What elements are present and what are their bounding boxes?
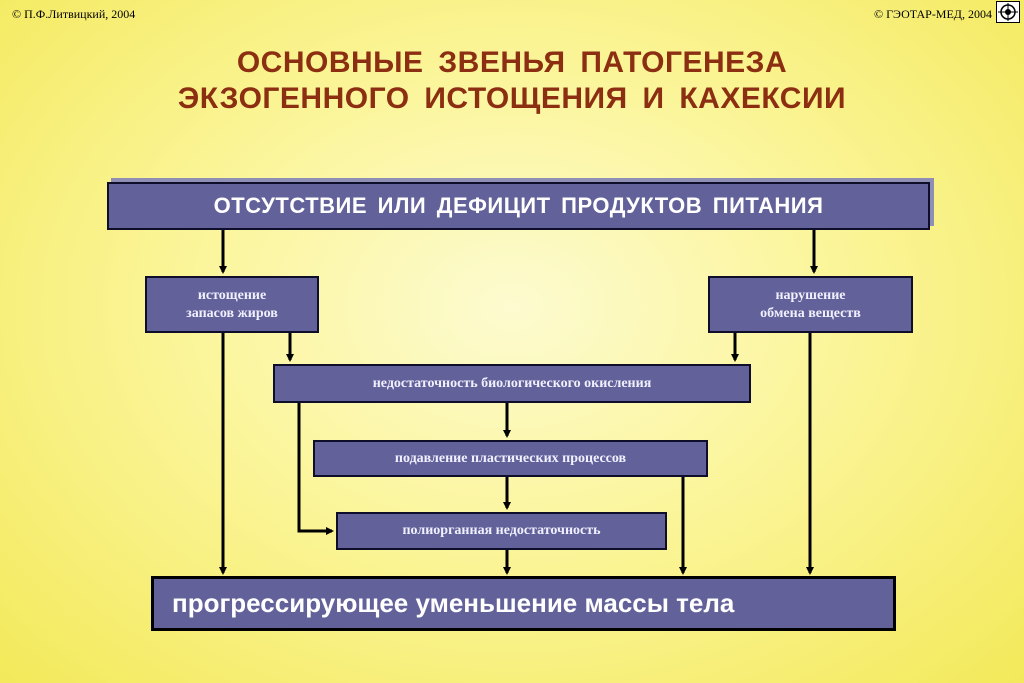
fat-depletion-line-2: запасов жиров: [186, 305, 278, 321]
metabolism-disorder-box: нарушение обмена веществ: [708, 276, 913, 333]
multiorgan-failure-box: полиорганная недостаточность: [336, 512, 667, 550]
root-cause-box: ОТСУТСТВИЕ ИЛИ ДЕФИЦИТ ПРОДУКТОВ ПИТАНИЯ: [107, 182, 930, 230]
page-title-line-2: ЭКЗОГЕННОГО ИСТОЩЕНИЯ И КАХЕКСИИ: [177, 82, 847, 115]
publisher-logo-icon: [996, 1, 1020, 23]
metabolism-disorder-line-2: обмена веществ: [760, 305, 861, 321]
plastic-suppression-box: подавление пластических процессов: [313, 440, 708, 477]
metabolism-disorder-line-1: нарушение: [775, 287, 846, 303]
oxidation-insufficiency-box: недостаточность биологического окисления: [273, 364, 751, 403]
fat-depletion-line-1: истощение: [197, 287, 267, 303]
fat-depletion-box: истощение запасов жиров: [145, 276, 319, 333]
copyright-author: © П.Ф.Литвицкий, 2004: [12, 7, 136, 21]
weight-loss-box: прогрессирующее уменьшение массы тела: [151, 576, 896, 631]
arrow-oxidation-to-organ: [297, 403, 334, 535]
copyright-publisher: © ГЭОТАР-МЕД, 2004: [873, 7, 992, 21]
page-title-line-1: ОСНОВНЫЕ ЗВЕНЬЯ ПАТОГЕНЕЗА: [236, 46, 788, 79]
